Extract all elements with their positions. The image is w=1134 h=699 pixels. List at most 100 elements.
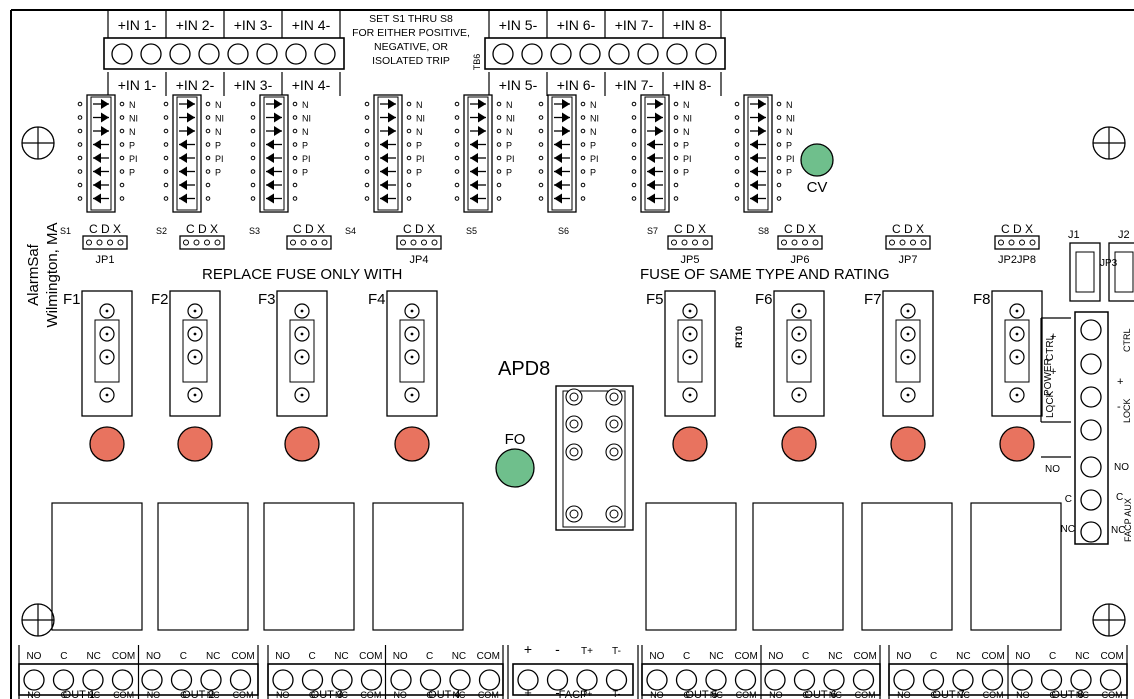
- fuse-holder-F4[interactable]: [386, 290, 438, 417]
- jumper-label-JP4: JP4: [410, 254, 429, 266]
- fuse-holder-F3[interactable]: [276, 290, 328, 417]
- output-term-top-NC: NC: [828, 651, 842, 662]
- tb6-label: TB6: [472, 54, 482, 71]
- switch-pin-label: P: [683, 168, 689, 178]
- output-term-top-NO: NO: [146, 651, 161, 662]
- switch-pin-label: NI: [590, 114, 599, 124]
- switch-pin-label: N: [786, 100, 793, 110]
- jumper-header-2[interactable]: [179, 235, 225, 250]
- fuse-led-F4: [394, 426, 430, 462]
- board-name: APD8: [498, 358, 550, 380]
- jumper-header-4[interactable]: [396, 235, 442, 250]
- input-label-top-IN1: +IN 1-: [118, 17, 157, 33]
- fuse-note-right: FUSE OF SAME TYPE AND RATING: [640, 266, 890, 283]
- output-term-bot-NC: NC: [957, 690, 970, 699]
- jumper-header-6[interactable]: [777, 235, 823, 250]
- output-terminal-screw: [419, 669, 442, 691]
- fuse-led-F7: [890, 426, 926, 462]
- output-relay-8: [970, 502, 1062, 631]
- jumper-header-8[interactable]: [994, 235, 1040, 250]
- relay-pin-core: [569, 392, 579, 402]
- fuse-label-F4: F4: [368, 291, 386, 308]
- output-term-top-C: C: [426, 651, 433, 662]
- switch-label-S8: S8: [758, 226, 769, 236]
- input-block-left-screw: [111, 43, 133, 65]
- output-terminal-screw: [170, 669, 193, 691]
- jumper-header-5[interactable]: [667, 235, 713, 250]
- fuse-holder-F1[interactable]: [81, 290, 133, 417]
- output-label-2: OUT 2: [182, 689, 214, 699]
- fuse-label-F6: F6: [755, 291, 773, 308]
- switch-pin-label: N: [590, 127, 597, 137]
- output-term-top-NO: NO: [26, 651, 41, 662]
- switch-label-S1: S1: [60, 226, 71, 236]
- facp-terminal-screw: [605, 669, 628, 691]
- output-terminal-screw: [705, 669, 727, 691]
- output-term-top-COM: COM: [477, 651, 500, 662]
- fuse-holder-F2[interactable]: [169, 290, 221, 417]
- fuse-holder-F8[interactable]: [991, 290, 1043, 417]
- jumper-header-7[interactable]: [885, 235, 931, 250]
- output-term-top-NC: NC: [206, 651, 220, 662]
- switch-pin-label: N: [129, 100, 136, 110]
- output-term-bot-C: C: [1049, 690, 1056, 699]
- jumper-header-1[interactable]: [82, 235, 128, 250]
- input-label-bottom-IN5: +IN 5-: [499, 77, 538, 93]
- switch-pin-label: P: [302, 168, 308, 178]
- power-terminal-screw-2: [1080, 353, 1102, 375]
- output-term-top-COM: COM: [1100, 651, 1123, 662]
- output-terminal-screw: [1099, 669, 1122, 691]
- jumper-cdx-label: C D X: [674, 222, 706, 236]
- switch-pin-label: PI: [506, 154, 515, 164]
- output-term-top-NO: NO: [393, 651, 408, 662]
- input-label-top-IN2: +IN 2-: [176, 17, 215, 33]
- jumper-header-3[interactable]: [286, 235, 332, 250]
- output-term-bot-NO: NO: [650, 690, 664, 699]
- output-terminal-screw: [52, 669, 75, 691]
- fuse-holder-F6[interactable]: [773, 290, 825, 417]
- output-term-top-NO: NO: [649, 651, 664, 662]
- switch-label-S6: S6: [558, 226, 569, 236]
- fuse-holder-F7[interactable]: [882, 290, 934, 417]
- switch-pin-label: N: [215, 100, 222, 110]
- jumper-cdx-label: C D X: [1001, 222, 1033, 236]
- input-block-left-screw: [256, 43, 278, 65]
- output-term-bot-NO: NO: [769, 690, 783, 699]
- switch-pin-label: P: [590, 168, 596, 178]
- output-term-top-NC: NC: [452, 651, 466, 662]
- output-term-bot-NO: NO: [897, 690, 911, 699]
- switch-label-S7: S7: [647, 226, 658, 236]
- switch-notice-line-1: SET S1 THRU S8: [369, 13, 453, 25]
- output-relay-1: [51, 502, 143, 631]
- output-term-top-NO: NO: [768, 651, 783, 662]
- power-terminal-screw-3: [1080, 386, 1102, 408]
- facp-term-bot-T+: T+: [582, 689, 593, 699]
- output-term-bot-NC: NC: [335, 690, 348, 699]
- jp3-label: JP3: [1100, 258, 1118, 269]
- fuse-holder-F5[interactable]: [664, 290, 716, 417]
- output-term-top-NC: NC: [334, 651, 348, 662]
- rt10-label: RT10: [734, 326, 744, 348]
- output-term-bot-NO: NO: [147, 690, 161, 699]
- switch-pin-label: P: [129, 168, 135, 178]
- jumper-label-JP5: JP5: [681, 254, 700, 266]
- switch-pin-label: PI: [786, 154, 795, 164]
- output-term-top-COM: COM: [359, 651, 382, 662]
- switch-pin-label: N: [506, 100, 513, 110]
- facp-term-top-T+: T+: [581, 646, 593, 657]
- jumper-label-JP2JP8: JP2JP8: [998, 254, 1036, 266]
- output-terminal-screw: [23, 669, 45, 691]
- output-term-bot-NO: NO: [393, 690, 407, 699]
- output-term-bot-NO: NO: [276, 690, 290, 699]
- output-term-bot-COM: COM: [736, 690, 757, 699]
- input-label-top-IN3: +IN 3-: [234, 17, 273, 33]
